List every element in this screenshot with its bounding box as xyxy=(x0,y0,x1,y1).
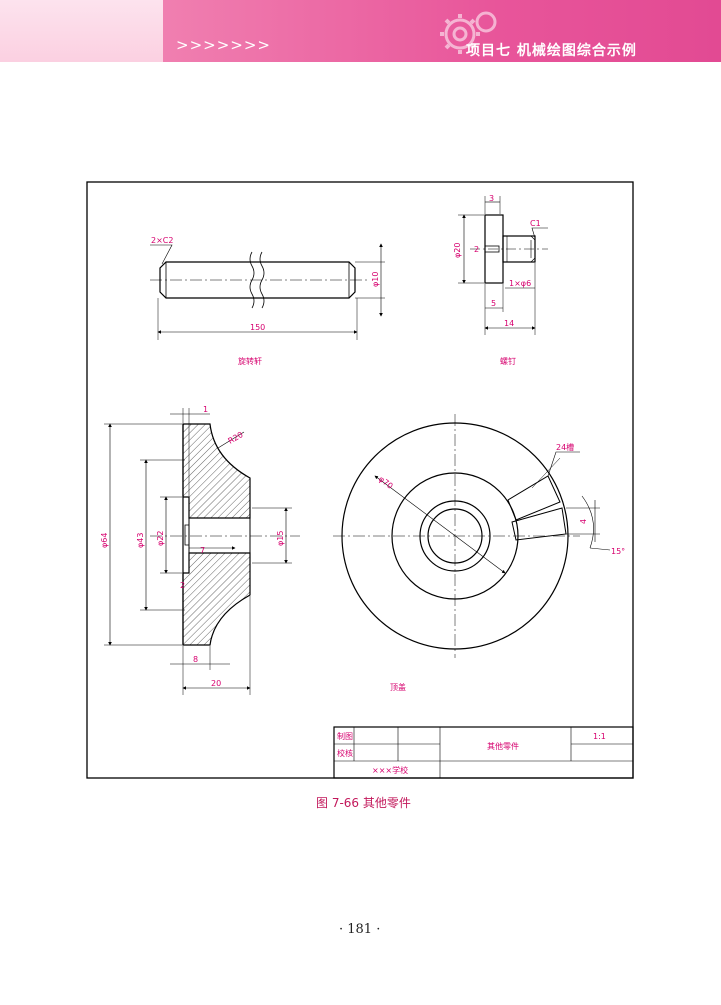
screw-dim-5: 5 xyxy=(491,299,496,308)
screw-dim-c1: C1 xyxy=(530,219,541,228)
screw-dim-thread: 1×φ6 xyxy=(509,279,531,288)
handle-dim-2: 2 xyxy=(180,581,185,590)
chapter-title: 项目七 机械绘图综合示例 xyxy=(466,43,637,59)
header-right-band xyxy=(163,0,721,62)
title-block-scale: 1:1 xyxy=(593,732,606,741)
handle-dim-phi22: φ22 xyxy=(156,531,165,546)
screw-dim-2: 2 xyxy=(474,245,479,254)
title-block xyxy=(333,726,634,779)
handle-dim-phi64: φ64 xyxy=(100,533,109,548)
header-left-band xyxy=(0,0,163,62)
shaft-diameter-dim: φ10 xyxy=(371,272,380,287)
handle-dim-20: 20 xyxy=(211,679,221,688)
figure-caption: 图 7-66 其他零件 xyxy=(316,796,411,810)
handle-dim-phi43: φ43 xyxy=(136,533,145,548)
shaft-part xyxy=(150,243,385,340)
cover-dim-4: 4 xyxy=(579,519,588,524)
page-header: >>>>>>> 项目七 机械绘图综合示例 xyxy=(0,0,721,62)
title-block-checked-by: 校核 xyxy=(337,748,353,758)
drawing-frame xyxy=(86,181,634,779)
title-block-title: 其他零件 xyxy=(487,741,519,751)
screw-dim-phi20: φ20 xyxy=(453,243,462,258)
gear-icon xyxy=(440,11,497,54)
shaft-label: 旋转轩 xyxy=(238,356,262,366)
handle-dim-1: 1 xyxy=(203,405,208,414)
shaft-chamfer-dim: 2×C2 xyxy=(151,236,173,245)
handle-dim-7: 7 xyxy=(200,546,205,555)
handle-dim-r20: R20 xyxy=(227,430,245,446)
title-block-drawn-by: 制图 xyxy=(337,731,353,741)
handle-dim-8: 8 xyxy=(193,655,198,664)
screw-dim-14: 14 xyxy=(504,319,514,328)
title-block-school: ×××学校 xyxy=(372,765,408,775)
handle-section xyxy=(104,408,300,695)
cover-label: 顶盖 xyxy=(390,682,406,692)
cover-part xyxy=(333,414,611,658)
screw-dim-3: 3 xyxy=(489,194,494,203)
header-chevrons: >>>>>>> xyxy=(176,36,271,54)
screw-part xyxy=(458,196,548,335)
cover-dim-angle: 15° xyxy=(611,547,625,556)
cover-dim-slots: 24槽 xyxy=(556,442,574,452)
handle-dim-phi15: φ15 xyxy=(276,531,285,546)
page-number: · 181 · xyxy=(339,922,381,937)
screw-label: 螺钉 xyxy=(500,356,516,366)
shaft-length-dim: 150 xyxy=(250,323,265,332)
